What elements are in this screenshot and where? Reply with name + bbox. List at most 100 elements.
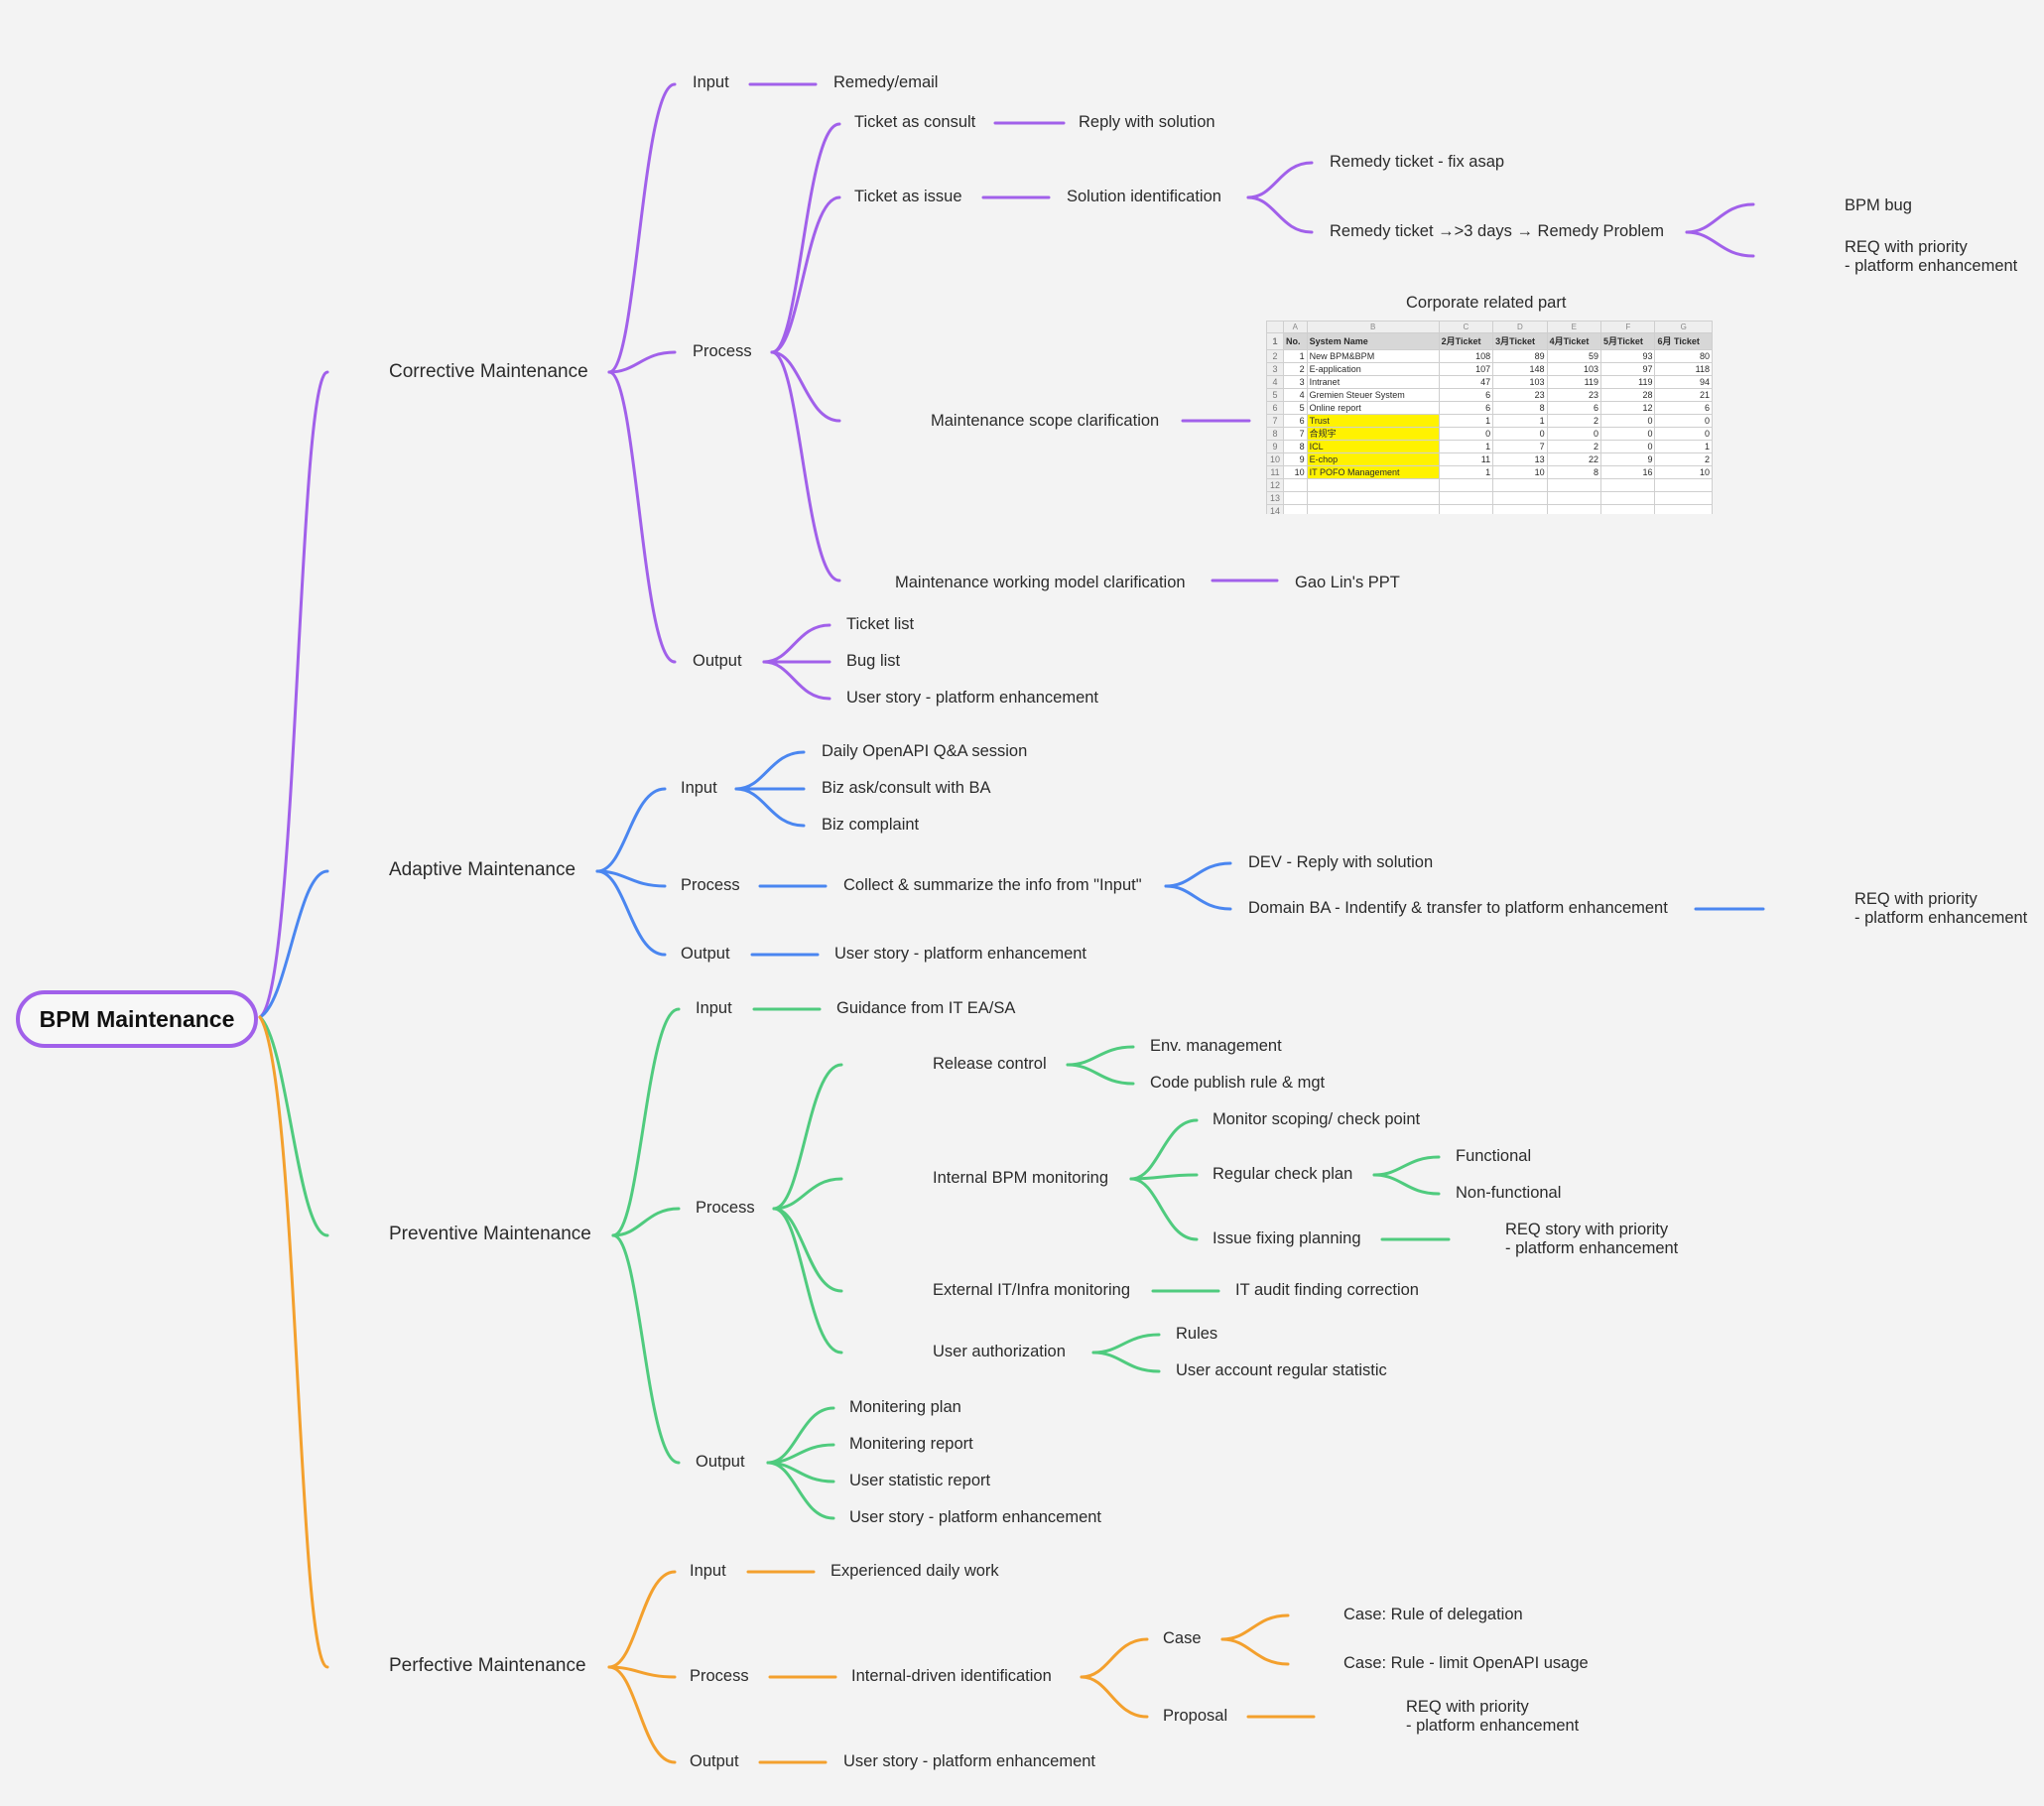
sheet-cell: 6 [1438,388,1494,402]
connector-9 [770,122,841,354]
node-bug-list[interactable]: Bug list [846,652,901,670]
node-corrective-process[interactable]: Process [693,342,752,360]
sheet-cell: 8 [1492,401,1548,415]
node-collect-summarize[interactable]: Collect & summarize the info from "Input… [843,876,1142,894]
node-monitering-plan[interactable]: Monitering plan [849,1398,961,1416]
sheet-cell: 3 [1283,375,1308,389]
node-ticket-list[interactable]: Ticket list [846,615,915,633]
node-internal-driven-identification[interactable]: Internal-driven identification [851,1667,1052,1685]
root-node-bpm-maintenance[interactable]: BPM Maintenance [16,990,258,1048]
sheet-cell [1654,491,1713,505]
node-monitering-report[interactable]: Monitering report [849,1435,973,1453]
node-rules[interactable]: Rules [1176,1325,1218,1343]
node-remedy-fix-asap[interactable]: Remedy ticket - fix asap [1330,153,1505,171]
node-remedy-problem[interactable]: Remedy ticket →>3 days → Remedy Problem [1330,222,1665,240]
node-env-management[interactable]: Env. management [1150,1037,1282,1055]
node-adaptive-input[interactable]: Input [681,779,717,797]
sheet-cell: 107 [1438,362,1494,376]
node-perfective-maintenance[interactable]: Perfective Maintenance [389,1655,586,1676]
node-guidance-it-ea-sa[interactable]: Guidance from IT EA/SA [836,999,1016,1017]
node-maintenance-scope-clarification[interactable]: Maintenance scope clarification [931,412,1160,430]
node-bpm-bug[interactable]: BPM bug [1845,196,1912,214]
node-req-story-priority[interactable]: REQ story with priority - platform enhan… [1505,1221,1679,1257]
node-corrective-maintenance[interactable]: Corrective Maintenance [389,361,588,382]
node-case[interactable]: Case [1163,1629,1202,1647]
node-case-rule-delegation[interactable]: Case: Rule of delegation [1343,1606,1523,1623]
sheet-empty-row: 12 [1266,478,1713,492]
connector-10 [770,195,841,354]
node-it-audit-finding[interactable]: IT audit finding correction [1235,1281,1419,1299]
node-biz-ask-consult[interactable]: Biz ask/consult with BA [822,779,991,797]
sheet-cell [1600,478,1656,492]
node-ticket-as-consult[interactable]: Ticket as consult [854,113,976,131]
node-daily-openapi-qa[interactable]: Daily OpenAPI Q&A session [822,742,1028,760]
connector-16 [1246,195,1314,234]
sheet-cell: 108 [1438,349,1494,363]
node-user-authorization[interactable]: User authorization [933,1343,1066,1360]
node-case-limit-openapi[interactable]: Case: Rule - limit OpenAPI usage [1343,1654,1589,1672]
sheet-cell: 103 [1492,375,1548,389]
sheet-cell: 47 [1438,375,1494,389]
node-adaptive-maintenance[interactable]: Adaptive Maintenance [389,859,576,880]
node-reply-with-solution[interactable]: Reply with solution [1079,113,1215,131]
connector-42 [772,1207,843,1354]
sheet-cell: 119 [1546,375,1602,389]
node-perfective-input[interactable]: Input [690,1562,726,1580]
connector-60 [607,1665,677,1764]
sheet-cell: 1 [1438,465,1494,479]
node-release-control[interactable]: Release control [933,1055,1047,1073]
node-corrective-input[interactable]: Input [693,73,729,91]
sheet-row-number: 9 [1266,440,1284,453]
sheet-col-letter: D [1492,321,1548,333]
node-corrective-output[interactable]: Output [693,652,742,670]
connector-44 [1066,1063,1135,1086]
node-preventive-input[interactable]: Input [696,999,732,1017]
sheet-cell: 13 [1492,452,1548,466]
node-biz-complaint[interactable]: Biz complaint [822,816,920,834]
node-adaptive-output[interactable]: Output [681,945,730,963]
node-preventive-process[interactable]: Process [696,1199,755,1217]
node-preventive-maintenance[interactable]: Preventive Maintenance [389,1224,591,1244]
sheet-cell: 2 [1283,362,1308,376]
node-adaptive-process[interactable]: Process [681,876,740,894]
node-external-it-infra[interactable]: External IT/Infra monitoring [933,1281,1130,1299]
node-dev-reply[interactable]: DEV - Reply with solution [1248,853,1434,871]
node-code-publish-rule[interactable]: Code publish rule & mgt [1150,1074,1326,1092]
node-internal-bpm-monitoring[interactable]: Internal BPM monitoring [933,1169,1108,1187]
sheet-cell: 1 [1283,349,1308,363]
sheet-cell [1438,478,1494,492]
node-ticket-as-issue[interactable]: Ticket as issue [854,188,962,205]
node-experienced-daily-work[interactable]: Experienced daily work [830,1562,999,1580]
node-maintenance-working-model[interactable]: Maintenance working model clarification [895,574,1186,591]
node-user-account-statistic[interactable]: User account regular statistic [1176,1361,1387,1379]
sheet-cell: 21 [1654,388,1713,402]
node-user-story-preventive[interactable]: User story - platform enhancement [849,1508,1102,1526]
sheet-header-row: 1 No. System Name 2月Ticket 3月Ticket 4月Ti… [1266,332,1713,350]
node-req-priority-adaptive[interactable]: REQ with priority - platform enhancement [1854,890,2028,927]
node-perfective-process[interactable]: Process [690,1667,749,1685]
connector-15 [1246,161,1314,199]
node-functional[interactable]: Functional [1456,1147,1532,1165]
node-perfective-output[interactable]: Output [690,1752,739,1770]
node-req-priority-corrective[interactable]: REQ with priority - platform enhancement [1845,238,2018,275]
node-req-priority-perfective[interactable]: REQ with priority - platform enhancement [1406,1698,1580,1735]
connector-23 [762,660,831,701]
node-domain-ba[interactable]: Domain BA - Indentify & transfer to plat… [1248,899,1668,917]
node-solution-identification[interactable]: Solution identification [1067,188,1221,205]
node-regular-check-plan[interactable]: Regular check plan [1213,1165,1353,1183]
sheet-empty-row: 14 [1266,504,1713,514]
node-user-story-corrective[interactable]: User story - platform enhancement [846,689,1099,707]
node-user-story-adaptive[interactable]: User story - platform enhancement [834,945,1087,963]
node-non-functional[interactable]: Non-functional [1456,1184,1562,1202]
node-monitor-scoping[interactable]: Monitor scoping/ check point [1213,1110,1421,1128]
node-user-statistic-report[interactable]: User statistic report [849,1472,991,1489]
node-corrective-input-value[interactable]: Remedy/email [833,73,939,91]
sheet-cell: 合规宇 [1306,427,1440,441]
node-issue-fixing-planning[interactable]: Issue fixing planning [1213,1229,1361,1247]
node-preventive-output[interactable]: Output [696,1453,745,1471]
node-gao-lin-ppt[interactable]: Gao Lin's PPT [1295,574,1400,591]
node-user-story-perfective[interactable]: User story - platform enhancement [843,1752,1096,1770]
node-proposal[interactable]: Proposal [1163,1707,1228,1725]
